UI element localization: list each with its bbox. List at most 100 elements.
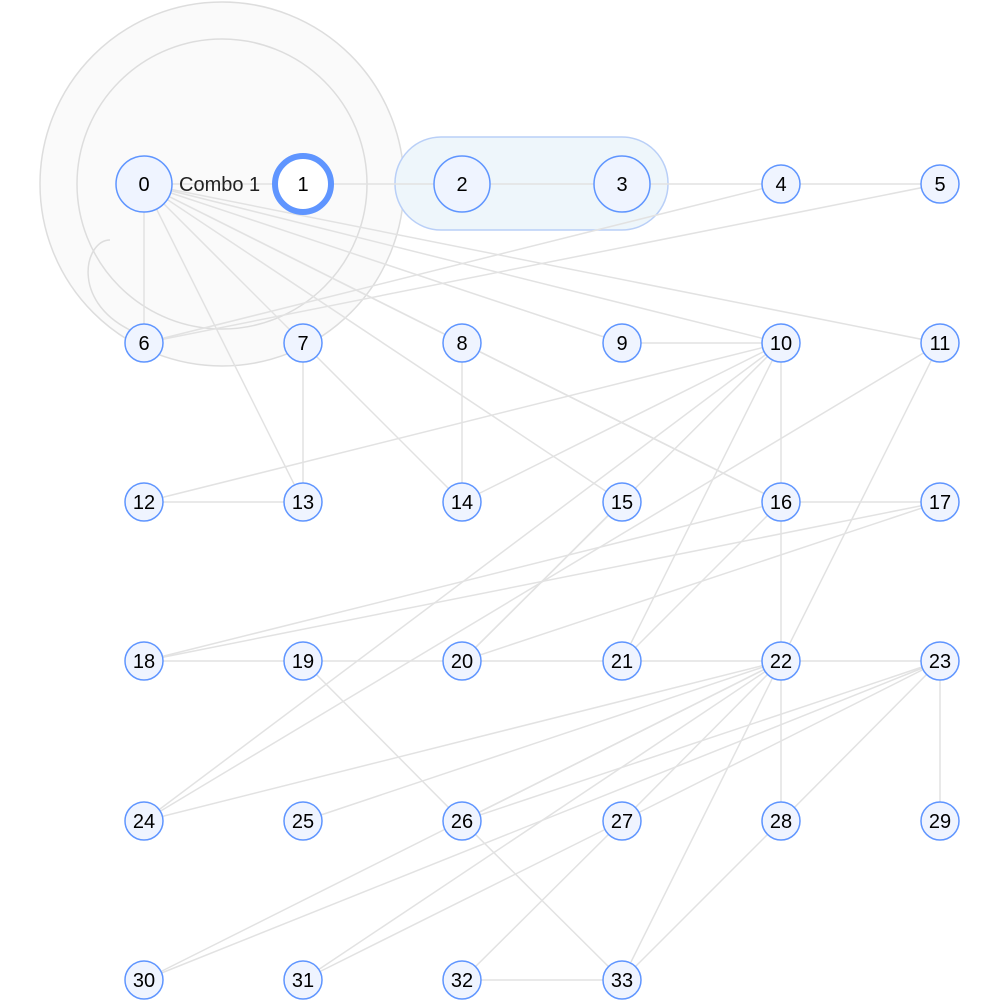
node-1-circle[interactable]: [272, 153, 334, 215]
node-3-circle[interactable]: [593, 155, 651, 213]
node-22[interactable]: 22: [761, 641, 801, 681]
node-10[interactable]: 10: [761, 323, 801, 363]
node-33-circle[interactable]: [602, 960, 642, 1000]
node-9[interactable]: 9: [602, 323, 642, 363]
node-4[interactable]: 4: [761, 164, 801, 204]
node-20-circle[interactable]: [442, 641, 482, 681]
node-5-label: 5: [934, 174, 945, 196]
node-7[interactable]: 7: [283, 323, 323, 363]
node-12-circle[interactable]: [124, 482, 164, 522]
edge-7-14[interactable]: [302, 342, 463, 503]
edge-17-18[interactable]: [143, 501, 941, 662]
edge-23-27[interactable]: [621, 660, 941, 822]
node-21-circle[interactable]: [602, 641, 642, 681]
node-33[interactable]: 33: [602, 960, 642, 1000]
node-14[interactable]: 14: [442, 482, 482, 522]
edge-17-20[interactable]: [461, 501, 941, 662]
edge-23-30[interactable]: [143, 660, 941, 981]
node-31[interactable]: 31: [283, 960, 323, 1000]
edge-4-6[interactable]: [143, 183, 782, 344]
edge-0-13[interactable]: [143, 183, 304, 503]
edge-23-26[interactable]: [461, 660, 941, 822]
node-17[interactable]: 17: [920, 482, 960, 522]
edge-22-24[interactable]: [143, 660, 782, 822]
node-15-circle[interactable]: [602, 482, 642, 522]
node-11[interactable]: 11: [920, 323, 960, 363]
node-10-circle[interactable]: [761, 323, 801, 363]
node-5-circle[interactable]: [920, 164, 960, 204]
node-8-circle[interactable]: [442, 323, 482, 363]
node-19-label: 19: [292, 651, 314, 673]
edge-19-26[interactable]: [302, 660, 463, 822]
node-27-circle[interactable]: [602, 801, 642, 841]
node-5[interactable]: 5: [920, 164, 960, 204]
edge-0-9[interactable]: [143, 183, 623, 344]
edge-0-15[interactable]: [143, 183, 623, 503]
node-21[interactable]: 21: [602, 641, 642, 681]
node-1[interactable]: 1: [272, 153, 334, 215]
node-30[interactable]: 30: [124, 960, 164, 1000]
node-31-circle[interactable]: [283, 960, 323, 1000]
node-19-circle[interactable]: [283, 641, 323, 681]
node-3[interactable]: 3: [593, 155, 651, 213]
node-7-circle[interactable]: [283, 323, 323, 363]
node-22-circle[interactable]: [761, 641, 801, 681]
edge-10-12[interactable]: [143, 342, 782, 503]
node-20[interactable]: 20: [442, 641, 482, 681]
edge-22-25[interactable]: [302, 660, 782, 822]
node-9-circle[interactable]: [602, 323, 642, 363]
node-4-label: 4: [775, 174, 786, 196]
node-28[interactable]: 28: [761, 801, 801, 841]
node-2-circle[interactable]: [433, 155, 491, 213]
node-32[interactable]: 32: [442, 960, 482, 1000]
node-25[interactable]: 25: [283, 801, 323, 841]
edge-10-14[interactable]: [461, 342, 782, 503]
node-30-circle[interactable]: [124, 960, 164, 1000]
node-32-circle[interactable]: [442, 960, 482, 1000]
node-12[interactable]: 12: [124, 482, 164, 522]
edge-23-28[interactable]: [780, 660, 941, 822]
node-6-circle[interactable]: [124, 323, 164, 363]
node-11-label: 11: [930, 333, 951, 355]
node-23[interactable]: 23: [920, 641, 960, 681]
edge-16-18[interactable]: [143, 501, 782, 662]
node-10-label: 10: [770, 333, 792, 355]
node-6[interactable]: 6: [124, 323, 164, 363]
node-27[interactable]: 27: [602, 801, 642, 841]
node-23-circle[interactable]: [920, 641, 960, 681]
node-26-circle[interactable]: [442, 801, 482, 841]
node-13[interactable]: 13: [283, 482, 323, 522]
node-11-circle[interactable]: [920, 323, 960, 363]
node-28-circle[interactable]: [761, 801, 801, 841]
node-21-label: 21: [611, 651, 633, 673]
node-4-circle[interactable]: [761, 164, 801, 204]
node-29[interactable]: 29: [920, 801, 960, 841]
node-29-circle[interactable]: [920, 801, 960, 841]
node-0-circle[interactable]: [115, 155, 173, 213]
node-8[interactable]: 8: [442, 323, 482, 363]
edge-27-31[interactable]: [302, 820, 623, 981]
node-0[interactable]: 0: [115, 155, 173, 213]
node-13-circle[interactable]: [283, 482, 323, 522]
node-24[interactable]: 24: [124, 801, 164, 841]
node-24-circle[interactable]: [124, 801, 164, 841]
edge-5-6[interactable]: [143, 183, 941, 344]
edge-27-32[interactable]: [461, 820, 623, 981]
node-26[interactable]: 26: [442, 801, 482, 841]
node-15[interactable]: 15: [602, 482, 642, 522]
edge-22-33[interactable]: [621, 660, 782, 981]
node-33-label: 33: [611, 970, 633, 992]
node-19[interactable]: 19: [283, 641, 323, 681]
node-18[interactable]: 18: [124, 641, 164, 681]
edge-10-21[interactable]: [621, 342, 782, 662]
node-2[interactable]: 2: [433, 155, 491, 213]
edge-28-33[interactable]: [621, 820, 782, 981]
node-16[interactable]: 16: [761, 482, 801, 522]
node-25-circle[interactable]: [283, 801, 323, 841]
node-17-circle[interactable]: [920, 482, 960, 522]
node-16-circle[interactable]: [761, 482, 801, 522]
node-14-circle[interactable]: [442, 482, 482, 522]
node-18-circle[interactable]: [124, 641, 164, 681]
